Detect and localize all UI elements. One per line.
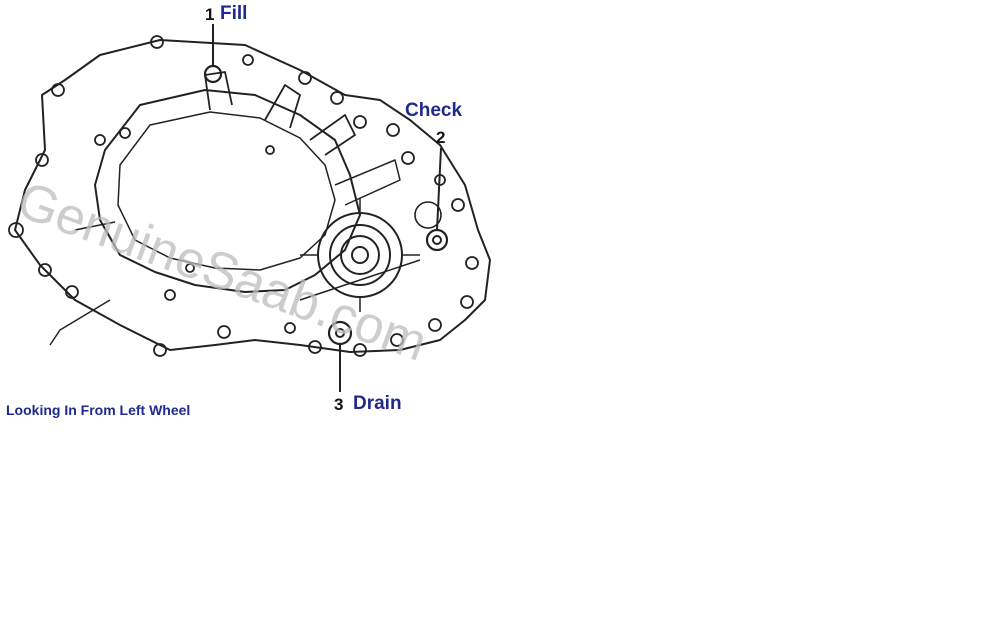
fill-label: Fill xyxy=(220,3,248,24)
drain-label: Drain xyxy=(353,393,402,414)
check-number: 2 xyxy=(436,128,446,147)
check-label: Check xyxy=(405,100,463,121)
check-leader-line xyxy=(436,147,442,231)
bellhousing-outline xyxy=(14,39,491,353)
check-plug-icon xyxy=(425,228,449,252)
fill-number: 1 xyxy=(205,5,215,24)
drain-number: 3 xyxy=(334,395,344,414)
diagram-caption: Looking In From Left Wheel xyxy=(6,402,191,418)
